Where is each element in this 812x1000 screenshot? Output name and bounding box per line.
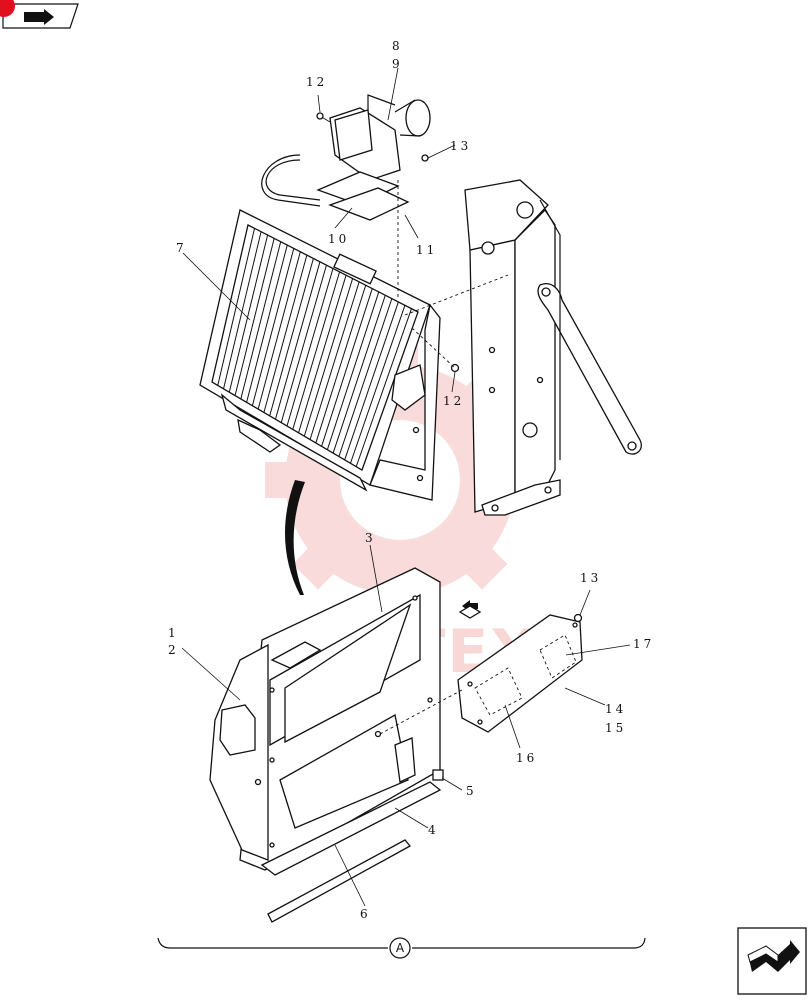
cooler-fin [246, 244, 288, 403]
callout-12a: 12 [306, 75, 327, 89]
cooler-fin [326, 291, 380, 450]
direction-arrow-icon [458, 600, 482, 619]
callout-6: 6 [360, 907, 371, 921]
cooler-fin [251, 248, 295, 406]
callout-1: 1 [168, 626, 179, 640]
callout-3: 3 [365, 531, 376, 545]
cooler-fin [223, 231, 262, 389]
callout-10: 10 [328, 232, 349, 246]
cooler-fin [234, 238, 275, 396]
leader-lines-upper [182, 67, 509, 393]
section-circle [389, 937, 411, 959]
cooler-fin [355, 308, 412, 467]
cooler-fin [286, 268, 334, 427]
callout-9: 9 [392, 57, 403, 71]
callout-16: 16 [516, 751, 537, 765]
frame-column [464, 179, 642, 516]
callout-11: 11 [416, 243, 437, 257]
cooler-fin [228, 234, 269, 393]
callout-4: 4 [428, 823, 439, 837]
hose-bracket [261, 94, 431, 221]
cooler-fin [309, 281, 360, 440]
shroud-frame [209, 567, 444, 876]
cooler-fin [315, 285, 367, 444]
cooler-fin [321, 288, 373, 447]
cooler-fin [292, 271, 341, 430]
badge-icon [0, 0, 15, 17]
cooler-fin [257, 251, 301, 410]
callouts: 1 2 3 4 5 6 7 8 9 10 11 12 12 13 13 14 1… [168, 39, 654, 921]
callout-5: 5 [466, 784, 477, 798]
callout-8: 8 [392, 39, 403, 53]
cooler-fin [303, 278, 354, 437]
back-page-icon[interactable] [0, 0, 79, 29]
cooler-fin [217, 228, 256, 386]
next-page-icon[interactable] [737, 927, 807, 995]
cooler-fin [332, 295, 386, 454]
callout-12b: 12 [443, 394, 464, 408]
cooler-fin [263, 254, 308, 413]
cooler-core [199, 209, 441, 501]
section-label: A [396, 941, 405, 955]
assembly-arrow [284, 480, 305, 595]
cooler-fin [274, 261, 321, 420]
callout-13b: 13 [580, 571, 601, 585]
callout-14: 14 [605, 702, 626, 716]
seal-strip [267, 839, 412, 923]
callout-13a: 13 [450, 139, 471, 153]
section-brace: A [157, 937, 646, 959]
side-cover [457, 613, 583, 733]
fasteners-upper [412, 363, 460, 482]
cooler-fin [338, 298, 393, 457]
cooler-fin [269, 258, 314, 416]
callout-2: 2 [168, 643, 179, 657]
callout-15: 15 [605, 721, 626, 735]
cooler-fin [349, 305, 406, 464]
cooler-fin [280, 265, 327, 423]
cooler-fins [217, 228, 412, 467]
callout-7: 7 [176, 241, 187, 255]
cooler-fin [344, 301, 399, 461]
cooler-fin [298, 275, 347, 433]
cooler-fin [240, 241, 282, 400]
leader-lines-lower [181, 544, 631, 907]
callout-17: 17 [633, 637, 654, 651]
